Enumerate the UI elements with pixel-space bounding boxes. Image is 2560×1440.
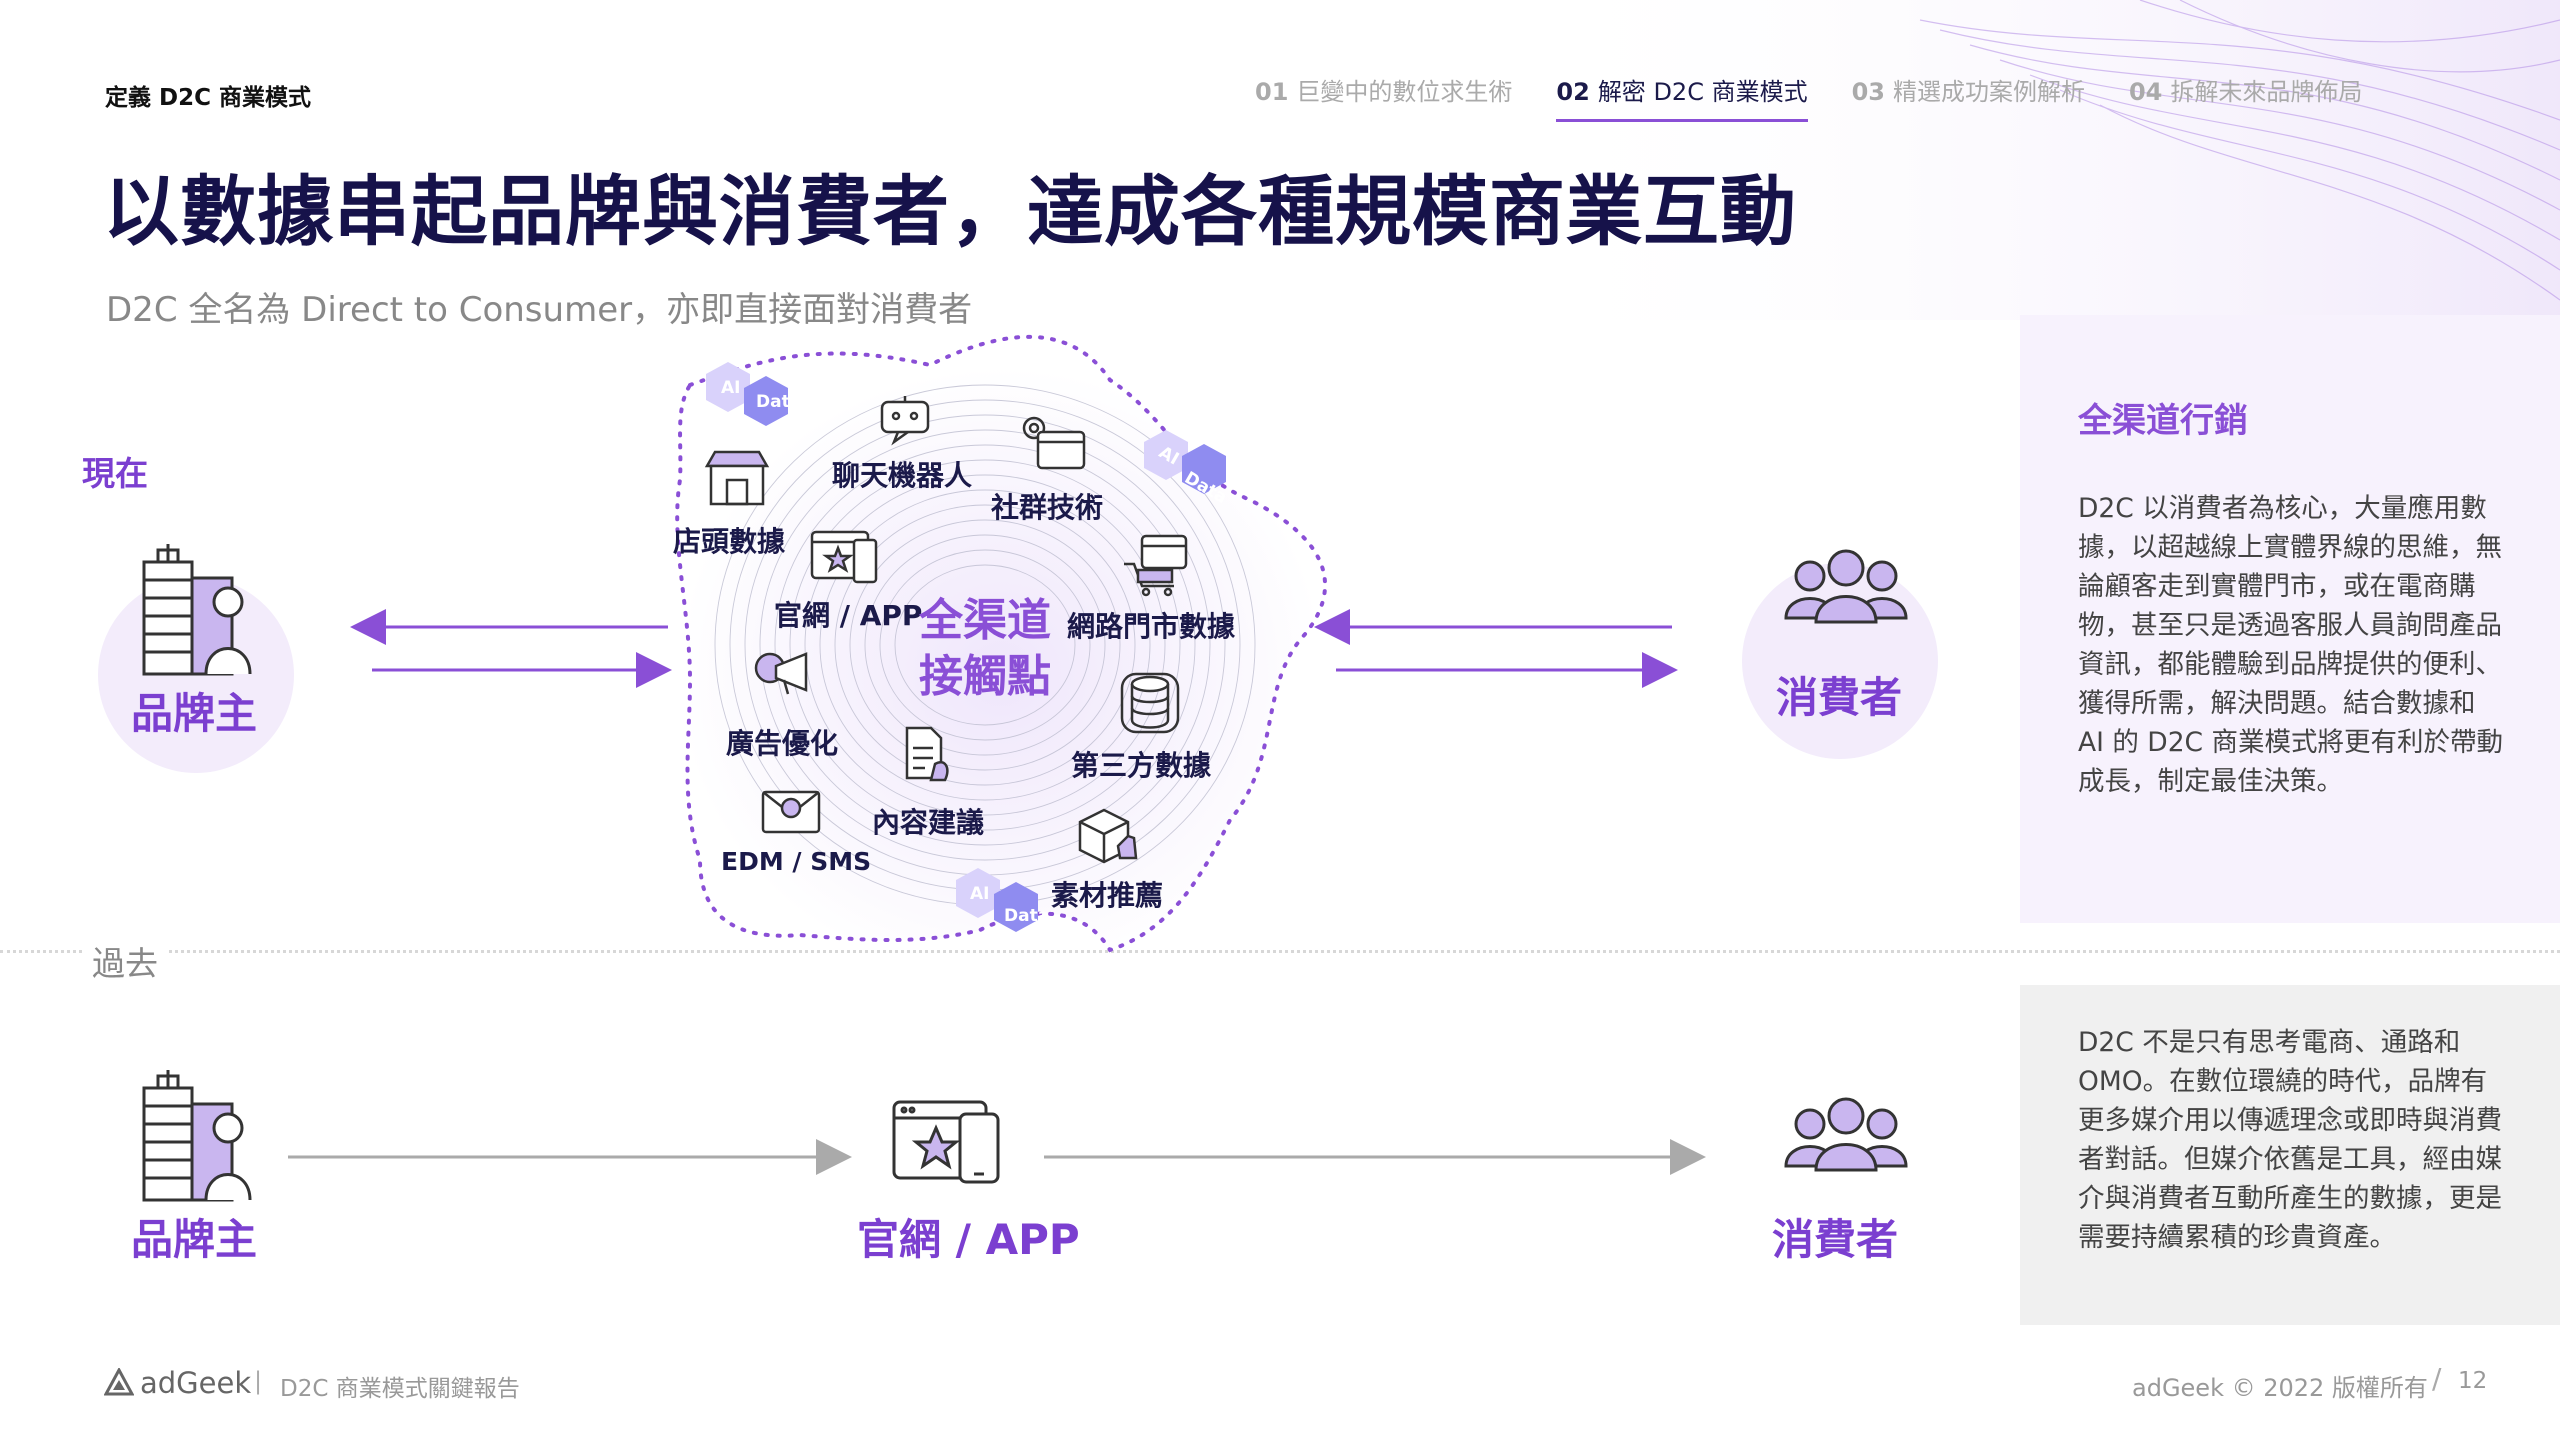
footer-logo-text: adGeek <box>140 1366 252 1400</box>
nav-label: 精選成功案例解析 <box>1892 78 2085 106</box>
building-icon <box>142 544 252 676</box>
nav-num: 03 <box>1851 78 1885 106</box>
nav-num: 02 <box>1556 78 1590 106</box>
page-number: 12 <box>2458 1368 2488 1394</box>
past-label: 過去 <box>82 937 168 985</box>
nav-label: 拆解未來品牌佈局 <box>2170 78 2363 106</box>
badge-ai-text: AI <box>721 378 741 398</box>
shopping-cart-icon <box>1124 534 1188 597</box>
touchpoint-edm: EDM / SMS <box>721 847 872 876</box>
adgeek-logo-icon <box>104 1368 134 1396</box>
nav-num: 04 <box>2128 78 2163 106</box>
touchpoint-social: 社群技術 <box>991 491 1104 524</box>
decorative-waves <box>1500 0 2560 320</box>
page-subtitle: D2C 全名為 Direct to Consumer，亦即直接面對消費者 <box>106 290 973 330</box>
badge-data-text: Data <box>756 392 802 412</box>
touchpoint-material: 素材推薦 <box>1051 879 1164 912</box>
database-icon <box>1120 672 1180 734</box>
section-label: 定義 D2C 商業模式 <box>105 85 311 111</box>
consumer-label: 消費者 <box>1776 673 1903 722</box>
web-app-icon <box>892 1100 1000 1184</box>
page-title: 以數據串起品牌與消費者，達成各種規模商業互動 <box>103 167 1797 256</box>
past-channel-label: 官網 / APP <box>857 1215 1080 1264</box>
megaphone-icon <box>754 652 808 695</box>
footer-copyright: adGeek © 2022 版權所有 <box>2132 1374 2428 1402</box>
center-label: 全渠道接觸點 <box>919 595 1051 702</box>
footer-separator: | <box>254 1367 263 1395</box>
touchpoint-chatbot: 聊天機器人 <box>832 459 973 492</box>
building-icon-past <box>142 1070 252 1202</box>
badge-ai-text: AI <box>970 884 990 904</box>
material-box-icon <box>1078 808 1138 864</box>
now-label: 現在 <box>82 454 148 493</box>
divider <box>0 950 2560 953</box>
past-consumer-label: 消費者 <box>1772 1215 1899 1264</box>
touchpoint-thirdparty: 第三方數據 <box>1071 749 1212 782</box>
touchpoint-ads: 廣告優化 <box>726 727 839 760</box>
badge-data-text: Data <box>1004 906 1050 926</box>
omnichannel-panel: 全渠道行銷 D2C 以消費者為核心，大量應用數據，以超越線上實體界線的思維，無論… <box>2020 315 2560 923</box>
consumer-group-icon-past <box>1784 1097 1908 1172</box>
media-panel: D2C 不是只有思考電商、通路和 OMO。在數位環繞的時代，品牌有更多媒介用以傳… <box>2020 985 2560 1325</box>
footer-slash: / <box>2432 1362 2442 1395</box>
web-app-small-icon <box>810 530 878 584</box>
touchpoint-content: 內容建議 <box>872 806 985 839</box>
touchpoint-ecommerce: 網路門市數據 <box>1067 610 1236 643</box>
touchpoint-web: 官網 / APP <box>774 599 923 632</box>
ai-data-badge-2 <box>1144 430 1226 494</box>
footer-report: D2C 商業模式關鍵報告 <box>280 1376 520 1402</box>
brand-label: 品牌主 <box>131 689 258 738</box>
email-icon <box>761 790 821 834</box>
store-icon <box>704 450 770 506</box>
touchpoint-store: 店頭數據 <box>673 525 786 558</box>
content-doc-icon <box>905 726 949 782</box>
panel-text: D2C 以消費者為核心，大量應用數據，以超越線上實體界線的思維，無論顧客走到實體… <box>2078 493 2503 797</box>
ai-data-badge-3 <box>956 868 1038 932</box>
panel-text: D2C 不是只有思考電商、通路和 OMO。在數位環繞的時代，品牌有更多媒介用以傳… <box>2078 1027 2502 1253</box>
ai-data-badge-1 <box>706 362 788 426</box>
consumer-group-icon <box>1784 549 1908 624</box>
nav-num: 01 <box>1255 78 1289 106</box>
chatbot-icon <box>880 396 930 446</box>
social-tech-icon <box>1022 416 1086 470</box>
nav-label: 巨變中的數位求生術 <box>1296 78 1513 106</box>
footer-logo: adGeek <box>104 1366 251 1400</box>
nav-label: 解密 D2C 商業模式 <box>1597 78 1808 106</box>
past-brand-label: 品牌主 <box>131 1215 258 1264</box>
panel-heading: 全渠道行銷 <box>2078 401 2248 441</box>
